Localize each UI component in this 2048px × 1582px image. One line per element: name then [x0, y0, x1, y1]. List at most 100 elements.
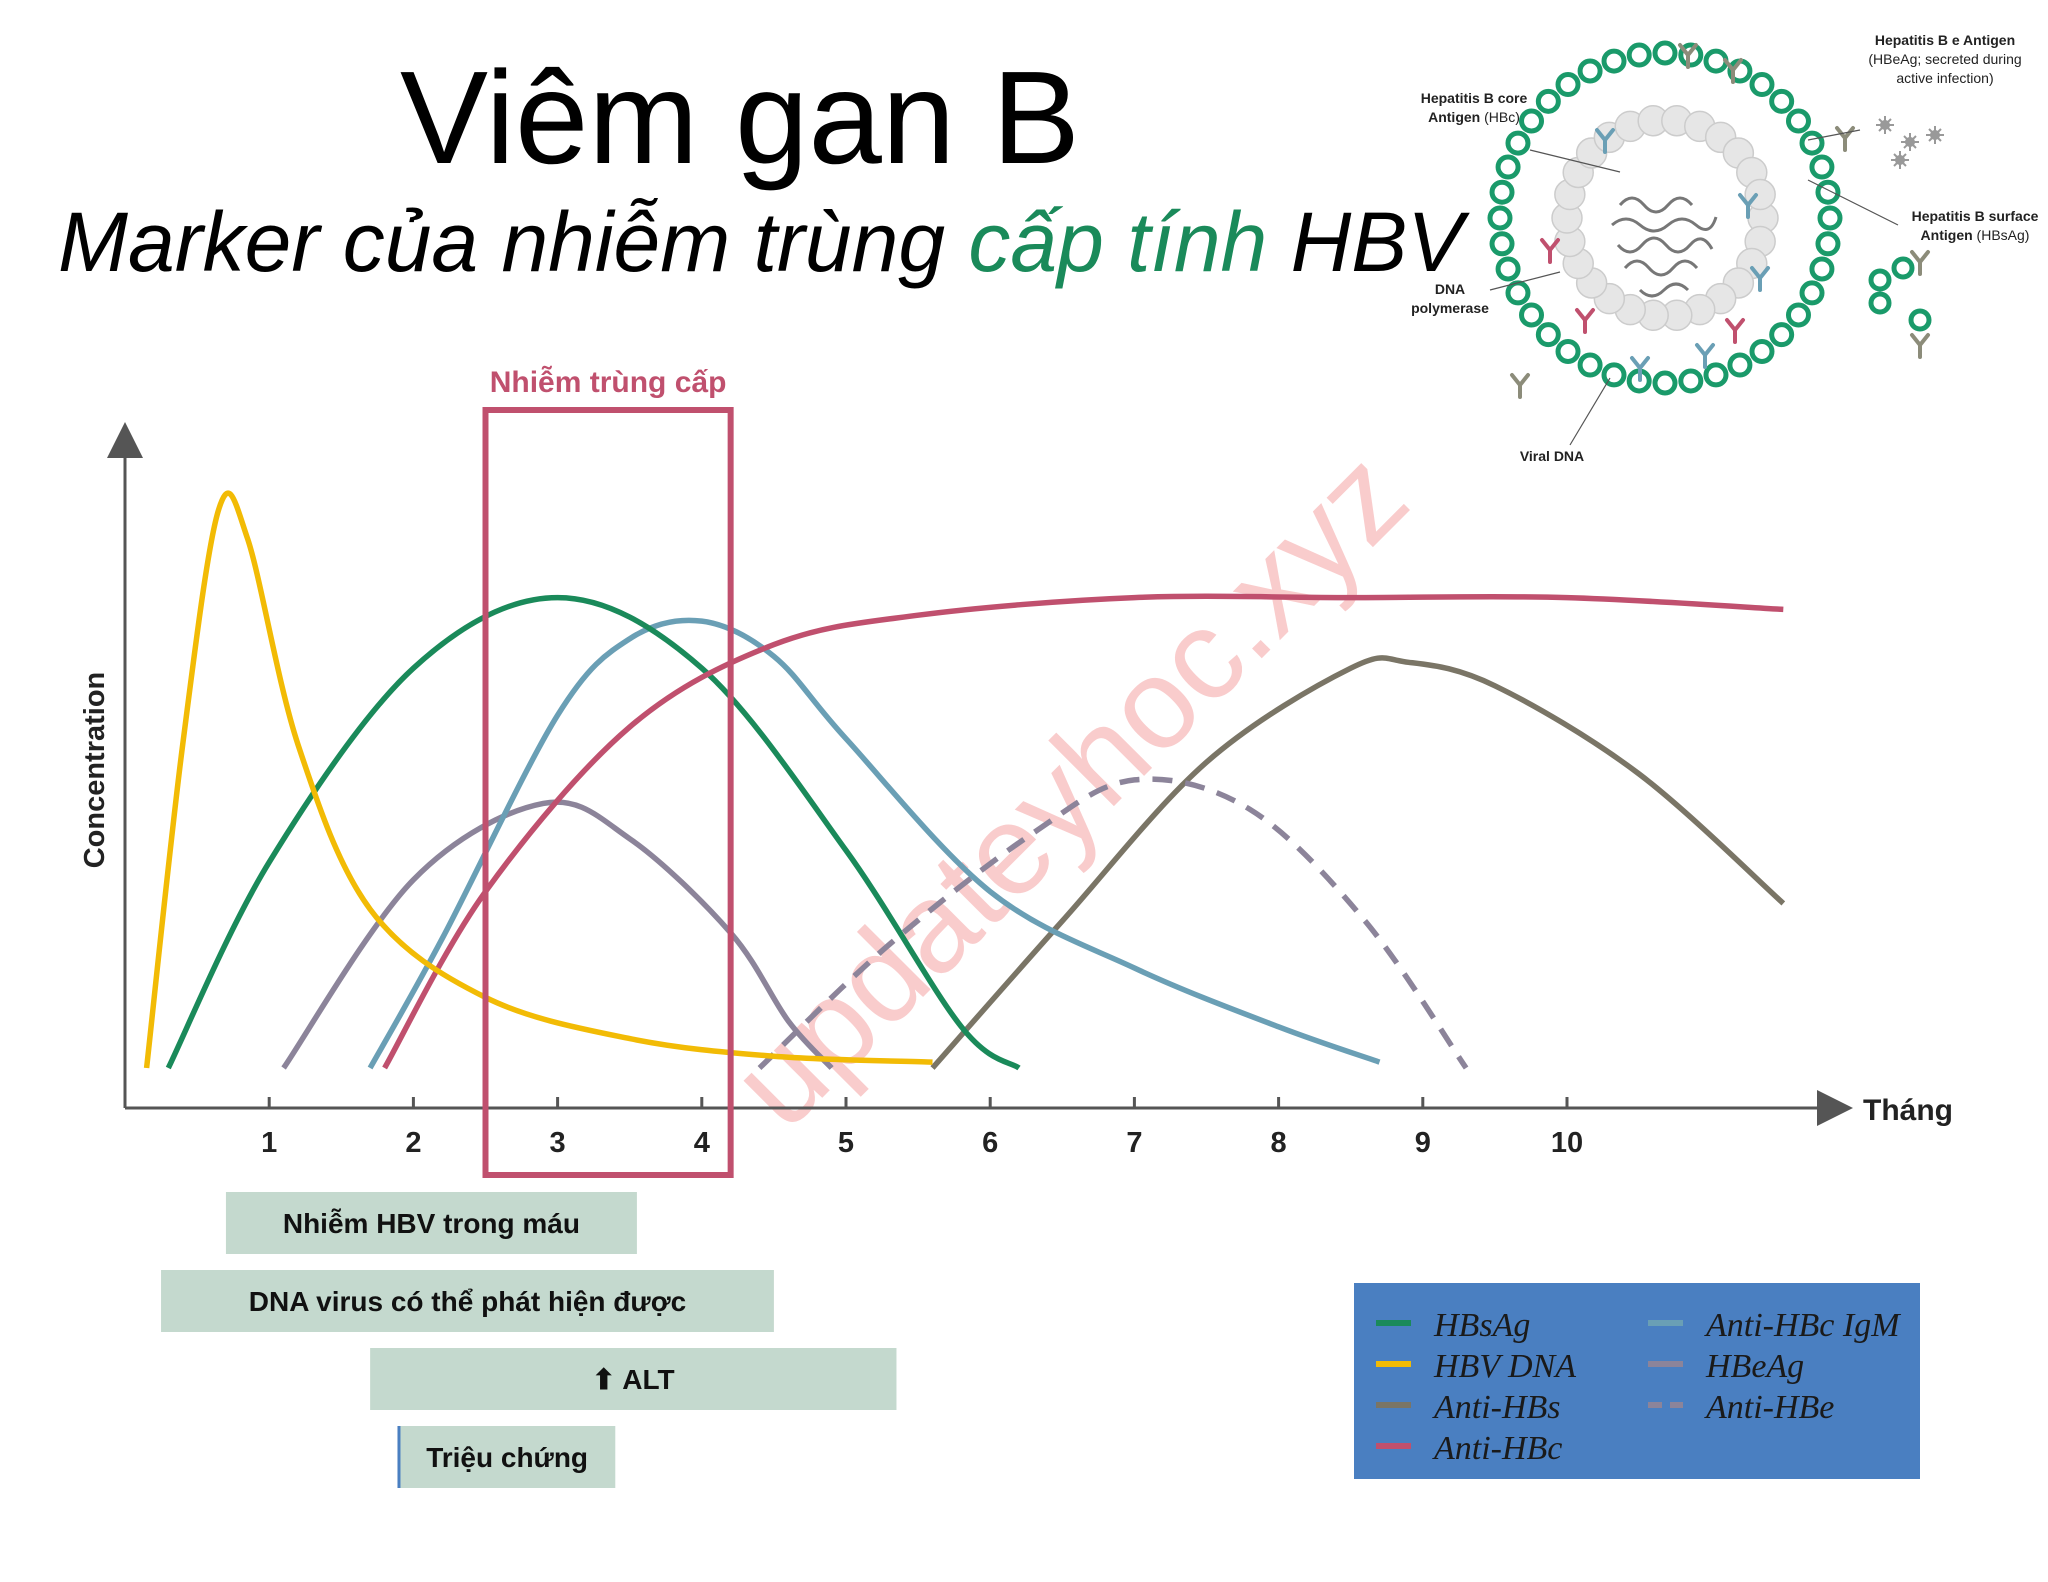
series-lines [143, 490, 1786, 1071]
polymerase-label-2: polymerase [1411, 300, 1489, 316]
x-tick-label: 9 [1415, 1127, 1431, 1159]
hbsag-particle [1489, 231, 1515, 257]
hbeag-particle-icon [1891, 151, 1909, 169]
hbsag-particle [1555, 338, 1581, 364]
free-hbsag-particle [1891, 256, 1915, 280]
series-line-anti-hbe [757, 776, 1469, 1070]
x-tick-label: 8 [1271, 1127, 1287, 1159]
x-tick-label: 6 [982, 1127, 998, 1159]
hbeag-particle-icon [1926, 126, 1944, 144]
x-tick-label: 3 [550, 1127, 566, 1159]
antibody-y-icon [1750, 266, 1770, 292]
hbsag-particle [1495, 154, 1521, 180]
hbsag-particle [1519, 302, 1545, 328]
legend-label: Anti-HBc [1432, 1430, 1562, 1467]
series-line-hbv-dna [143, 490, 933, 1069]
hbsag-particle [1815, 231, 1841, 257]
series-line-anti-hbs [930, 655, 1786, 1070]
timeline-bar [370, 1348, 897, 1410]
diagram-leader-lines [1489, 129, 1899, 446]
x-tick-label: 5 [838, 1127, 854, 1159]
hbsag-envelope-ring [1487, 40, 1932, 396]
legend-label: Anti-HBc IgM [1704, 1307, 1901, 1344]
series-line-anti-hbc [382, 593, 1784, 1070]
diagram-labels: Hepatitis B e Antigen (HBeAg; secreted d… [1411, 32, 2039, 464]
hbsag-particle [1727, 352, 1753, 378]
antibody-y-icon [1540, 238, 1560, 264]
polymerase-label-1: DNA [1435, 281, 1465, 297]
surface-label-abbr: (HBsAg) [1977, 227, 2030, 243]
legend-label: Anti-HBs [1432, 1389, 1561, 1426]
antibody-y-icon [1575, 308, 1595, 334]
core-label-title-1: Hepatitis B core [1421, 90, 1528, 106]
hbsag-particle [1577, 352, 1603, 378]
hbsag-particle [1678, 368, 1704, 394]
x-tick-label: 7 [1126, 1127, 1142, 1159]
core-label-abbr: (HBc) [1484, 109, 1520, 125]
timeline-bar-label: Nhiễm HBV trong máu [283, 1208, 580, 1239]
hbsag-particle [1555, 72, 1581, 98]
antibody-y-icon [1723, 58, 1743, 84]
x-axis-ticks: 1 2 3 4 5 6 7 8 9 10 [261, 1097, 1583, 1159]
viral-dna-label: Viral DNA [1520, 448, 1584, 464]
page-title: Viêm gan B [400, 44, 1080, 191]
timeline-bar-label: Triệu chứng [426, 1442, 588, 1473]
timeline-bar [161, 1270, 774, 1332]
x-tick-label: 4 [694, 1127, 710, 1159]
hbsag-particle [1769, 88, 1795, 114]
hbv-virion-diagram: Hepatitis B e Antigen (HBeAg; secreted d… [1411, 32, 2039, 464]
hbeag-label-title: Hepatitis B e Antigen [1875, 32, 2015, 48]
subtitle-part-1: Marker của nhiễm trùng [58, 195, 969, 289]
hbsag-particle [1785, 302, 1811, 328]
x-tick-label: 1 [261, 1127, 277, 1159]
surface-label-line-2: Antigen (HBsAg) [1921, 227, 2030, 243]
acute-infection-window [482, 407, 734, 1178]
hbsag-particle [1799, 130, 1825, 156]
hbsag-particle [1495, 256, 1521, 282]
hbsag-particle [1749, 72, 1775, 98]
hbeag-label-note-1: (HBeAg; secreted during [1868, 51, 2021, 67]
antibody-y-icon [1910, 333, 1930, 359]
free-hbsag-particle [1868, 291, 1892, 315]
antibody-y-icon [1695, 343, 1715, 369]
hbsag-particle [1505, 280, 1531, 306]
timeline-bar [398, 1426, 616, 1488]
hbsag-particle [1749, 338, 1775, 364]
hbsag-particle [1703, 362, 1729, 388]
hbsag-particle [1799, 280, 1825, 306]
hbsag-particle [1652, 370, 1678, 396]
antibody-y-icon [1678, 43, 1698, 69]
series-line-hbeag [281, 799, 834, 1070]
timeline-bar-label: ⬆ ALT [592, 1364, 675, 1395]
antibody-y-icon [1510, 373, 1530, 399]
hbeag-particle-icon [1901, 133, 1919, 151]
antibody-y-icon [1725, 318, 1745, 344]
hbsag-particle [1577, 58, 1603, 84]
surface-label-title-1: Hepatitis B surface [1912, 208, 2039, 224]
x-tick-label: 2 [405, 1127, 421, 1159]
hbeag-particle-icon [1876, 116, 1894, 134]
hbsag-particle [1817, 205, 1843, 231]
hbsag-particle [1809, 256, 1835, 282]
hbsag-particle [1487, 205, 1513, 231]
antibody-icons [1510, 43, 1944, 399]
free-hbsag-particle [1868, 268, 1892, 292]
hbsag-particle [1535, 88, 1561, 114]
hbsag-particle [1505, 130, 1531, 156]
hbeag-label-note-2: active infection) [1896, 70, 1993, 86]
hbsag-particle [1769, 322, 1795, 348]
legend-label: HBV DNA [1433, 1348, 1576, 1385]
hbsag-particle [1519, 108, 1545, 134]
timeline-bar-label: DNA virus có thể phát hiện được [249, 1286, 686, 1317]
legend-label: Anti-HBe [1704, 1389, 1834, 1426]
antibody-y-icon [1738, 193, 1758, 219]
series-line-anti-hbc-igm [367, 617, 1381, 1070]
legend-background [1354, 1283, 1920, 1479]
hbsag-particle [1489, 179, 1515, 205]
x-tick-label: 10 [1551, 1127, 1583, 1159]
subtitle-part-2: HBV [1267, 195, 1464, 289]
hbsag-particle [1652, 40, 1678, 66]
viral-dna-strand [1611, 196, 1718, 298]
capsid-core-ring [1551, 104, 1779, 332]
